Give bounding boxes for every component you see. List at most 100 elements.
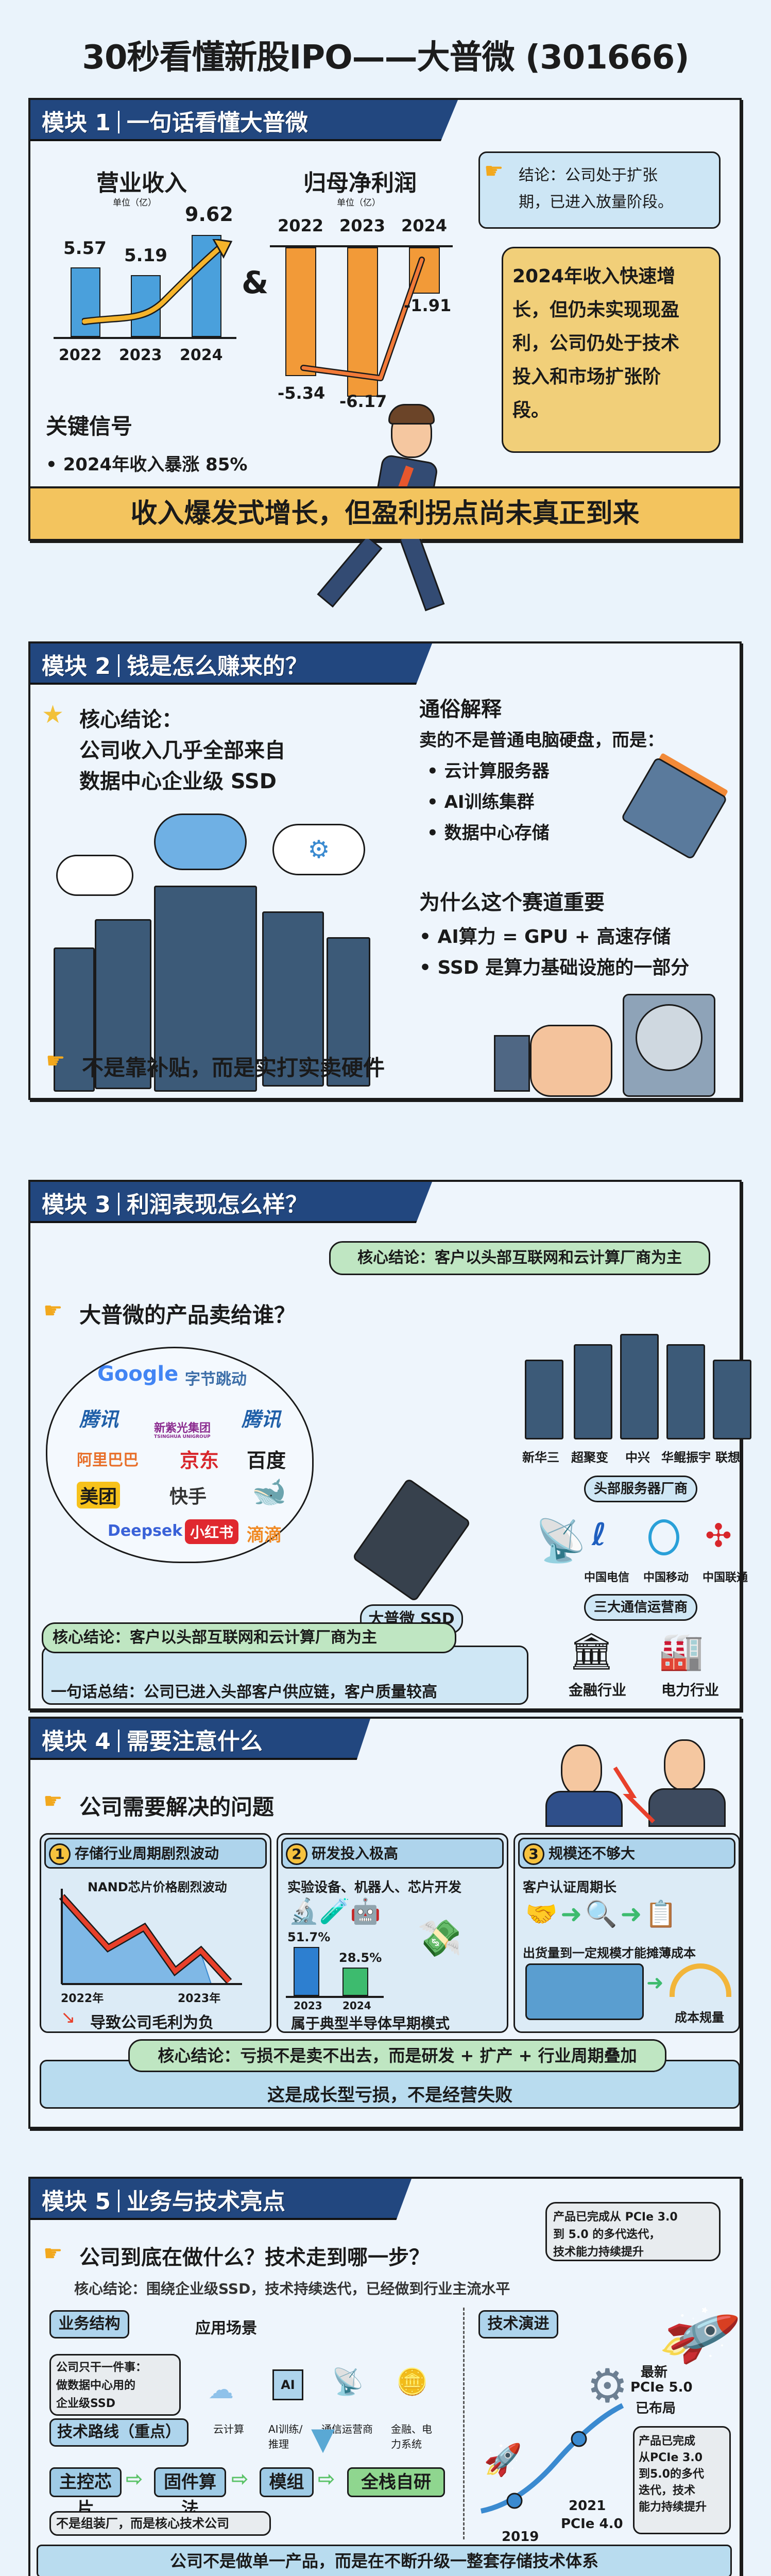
logo-meituan: 美团 <box>77 1482 121 1509</box>
logo-tsinghua-unigroup: 新紫光集团 <box>154 1422 211 1435</box>
certification-flow-icons: 🤝➜🔍➜📋 <box>525 1899 680 1929</box>
ampersand: & <box>242 265 269 301</box>
growth-arrow-icon <box>82 239 233 325</box>
risk-bottom: 导致公司毛利为负 <box>90 2014 214 2032</box>
bubble-line-3: 利，公司仍处于技术 <box>512 333 680 354</box>
logo-jd: 京东 <box>180 1449 219 1472</box>
ai-chip-icon: AI <box>272 2369 303 2400</box>
side-note-line: 到5.0的多代 <box>639 2468 704 2481</box>
revenue-year-2024: 2024 <box>180 346 223 364</box>
biz-line-2: 做数据中心用的 <box>56 2379 136 2392</box>
why-item-2: SSD 是算力基础设施的一部分 <box>419 953 690 979</box>
milestone-latest-year: 最新 <box>641 2365 668 2380</box>
module-1-banner: 收入爆发式增长，但盈利拐点尚未真正到来 <box>30 486 740 539</box>
scene-telecom: 通信运营商 <box>321 2423 373 2435</box>
lab-equipment-icons: 🔬🧪🤖 <box>288 1897 381 1926</box>
power-plant-icon: 🏭 <box>659 1630 704 1672</box>
green-arrow-icon: ➜ <box>646 1971 664 1995</box>
business-people-illustration <box>535 1739 731 1827</box>
server-rack-icon <box>327 937 370 1087</box>
logo-tsinghua-sub: TSINGHUA UNIGROUP <box>154 1434 211 1439</box>
signal-title: 关键信号 <box>46 414 133 439</box>
side-note-line: 从PCIe 3.0 <box>639 2451 703 2464</box>
milestone-2019-year: 2019 <box>502 2529 539 2545</box>
why-item-1: AI算力 = GPU + 高速存储 <box>419 922 671 948</box>
revenue-unit: 单位（亿） <box>113 198 157 208</box>
module-4-conclusion-pill: 核心结论：亏损不是卖不出去，而是研发 + 扩产 + 行业周期叠加 <box>128 2039 666 2072</box>
china-unicom-logo-icon: ✣ <box>705 1517 732 1554</box>
rd-year-2024: 2024 <box>342 1999 371 2012</box>
tech-bubble-line-1: 产品已完成从 PCIe 3.0 <box>553 2211 678 2224</box>
biz-line-3: 企业级SSD <box>56 2397 115 2410</box>
internet-customers-cloud <box>46 1347 314 1563</box>
summary-box: 一句话总结：公司已进入头部客户供应链，客户质量较高 <box>42 1646 528 1705</box>
tech-bubble: 产品已完成从 PCIe 3.0 到 5.0 的多代迭代， 技术能力持续提升 <box>545 2202 721 2261</box>
flow-step-fullstack: 全栈自研 <box>347 2467 445 2497</box>
flow-step-module: 模组 <box>260 2467 314 2497</box>
rocket-icon: 🚀 <box>655 2292 744 2379</box>
side-note-line: 迭代，技术 <box>639 2484 696 2497</box>
telecom-label: 三大通信运营商 <box>584 1594 697 1621</box>
logo-tencent: 腾讯 <box>242 1408 281 1431</box>
scene-finance: 金融、电力系统 <box>391 2423 432 2450</box>
profit-trend-icon <box>300 257 425 381</box>
risk-title: 存储行业周期剧烈波动 <box>75 1845 219 1862</box>
deepseek-whale-icon: 🐋 <box>252 1476 287 1508</box>
scene-ai: AI训练/推理 <box>268 2423 303 2450</box>
coins-icon: 🪙 <box>396 2367 429 2397</box>
banner-text: 收入爆发式增长，但盈利拐点尚未真正到来 <box>130 498 640 529</box>
flow-arrow-icon: ⇨ <box>126 2467 143 2491</box>
x-label-2023: 2023年 <box>178 1992 221 2005</box>
rd-bar-2024 <box>342 1968 368 1996</box>
down-trend-arrow-icon <box>613 1766 655 1823</box>
explain-item-3: 数据中心存储 <box>427 819 550 844</box>
cloud-icon <box>154 814 247 870</box>
module-number: 模块 4 <box>42 1728 111 1755</box>
server-vendor-rack <box>620 1334 659 1439</box>
revenue-year-2023: 2023 <box>119 346 162 364</box>
bubble-line-4: 投入和市场扩张阶 <box>512 366 661 387</box>
revenue-title: 营业收入 <box>96 170 187 196</box>
star-icon: ★ <box>42 700 64 729</box>
risk-desc: NAND芯片价格剧烈波动 <box>88 1880 227 1894</box>
vendor-xfusion: 超聚变 <box>571 1450 608 1465</box>
why-title: 为什么这个赛道重要 <box>419 891 605 914</box>
profit-value-2024: -1.91 <box>404 296 452 315</box>
flow-step-controller: 主控芯片 <box>49 2467 122 2519</box>
rd-value-2023: 51.7% <box>287 1930 331 1944</box>
bottom-conclusion-pill: 核心结论：客户以头部互联网和云计算厂商为主 <box>42 1622 456 1653</box>
revenue-bar-2022 <box>71 267 100 337</box>
tech-evolution-tag: 技术演进 <box>478 2310 558 2338</box>
signal-tower-icon: 📡 <box>332 2367 364 2397</box>
servers-label: 头部服务器厂商 <box>584 1476 697 1502</box>
small-rocket-icon: 🚀 <box>484 2442 522 2478</box>
speech-bubble: 2024年收入快速增 长，但仍未实现现盈 利，公司仍处于技术 投入和市场扩张阶 … <box>502 247 721 453</box>
vendor-zte: 中兴 <box>625 1450 650 1465</box>
core-line-1: 公司收入几乎全部来自 <box>79 739 285 762</box>
telecom-china-unicom: 中国联通 <box>703 1571 748 1584</box>
pointing-hand-icon: ☛ <box>484 158 504 183</box>
server-vendor-rack <box>666 1344 705 1439</box>
profit-unit: 单位（亿） <box>337 198 381 208</box>
running-businessman-illustration <box>317 404 473 615</box>
conclusion-box: ☛ 结论：公司处于扩张 期，已进入放量阶段。 <box>478 151 721 229</box>
vendor-h3c: 新华三 <box>522 1450 559 1465</box>
module-title: 利润表现怎么样？ <box>126 1192 308 1218</box>
server-vendor-rack <box>713 1360 751 1439</box>
bank-building-icon: 🏛 <box>569 1630 614 1672</box>
pointing-hand-icon: ☛ <box>46 1048 65 1073</box>
module-number: 模块 5 <box>42 2189 111 2215</box>
flow-note: 不是组装厂，而是核心技术公司 <box>49 2511 271 2536</box>
